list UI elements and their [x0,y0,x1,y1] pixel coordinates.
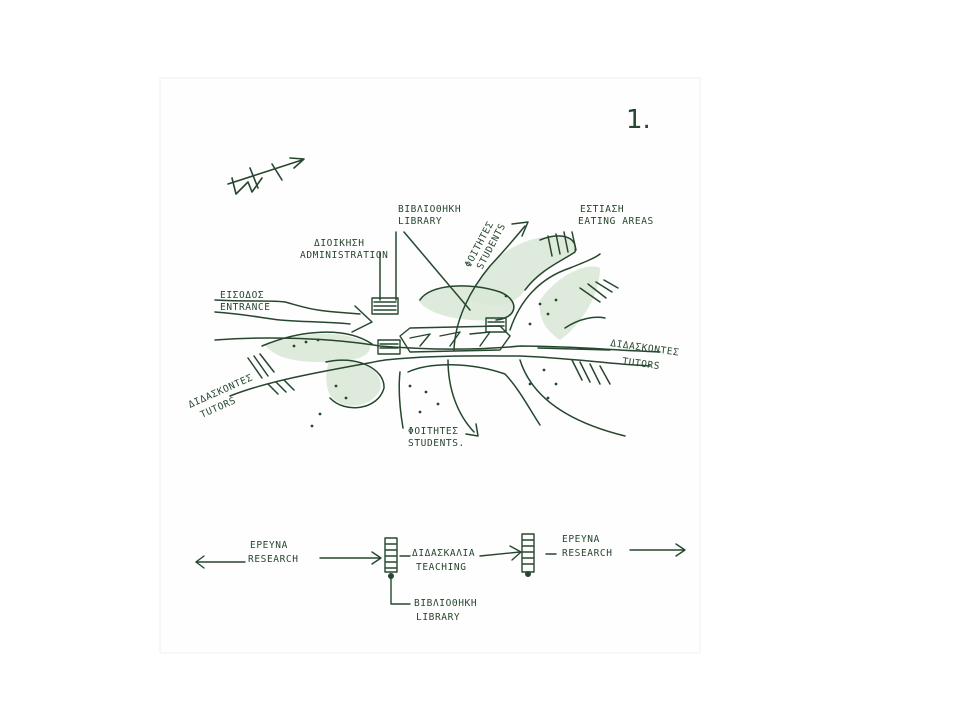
teaching-label-gr: ΔΙΔΑΣΚΑΛΙΑ [412,548,475,559]
landscape-wash [265,236,600,406]
relationship-schema [195,533,686,605]
teaching-label-en: TEACHING [416,562,467,573]
library-schema-label-en: LIBRARY [416,612,460,623]
schema-labels: ΕΡΕΥΝΑ RESEARCH ΔΙΔΑΣΚΑΛΙΑ TEACHING ΕΡΕΥ… [248,534,613,623]
students-bottom-label-gr: ΦΟΙΤΗΤΕΣ [408,426,459,437]
stipple-dots [292,294,558,428]
research-right-label-en: RESEARCH [562,548,613,559]
entrance-label-gr: ΕΙΣΟΔΟΣ [220,290,264,301]
central-building [371,297,511,355]
sheet-number: 1. [626,105,651,135]
library-node-right [525,571,531,577]
eating-label-gr: ΕΣΤΙΑΣΗ [580,204,624,215]
research-left-label-gr: ΕΡΕΥΝΑ [250,540,288,551]
library-schema-label-gr: ΒΙΒΛΙΟΘΗΚΗ [414,598,477,609]
administration-label-en: ADMINISTRATION [300,250,388,261]
eating-label-en: EATING AREAS [578,216,654,227]
site-lines [214,221,661,437]
entrance-label-en: ENTRANCE [220,302,271,313]
north-arrow-icon [227,157,305,195]
administration-label-gr: ΔΙΟΙΚΗΣΗ [314,238,365,249]
library-node-left [388,573,394,579]
library-label-gr: ΒΙΒΛΙΟΘΗΚΗ [398,204,461,215]
research-left-label-en: RESEARCH [248,554,299,565]
students-bottom-label-en: STUDENTS. [408,438,465,449]
tutors-right-label-en: TUTORS [622,356,661,372]
library-label-en: LIBRARY [398,216,442,227]
research-right-label-gr: ΕΡΕΥΝΑ [562,534,600,545]
